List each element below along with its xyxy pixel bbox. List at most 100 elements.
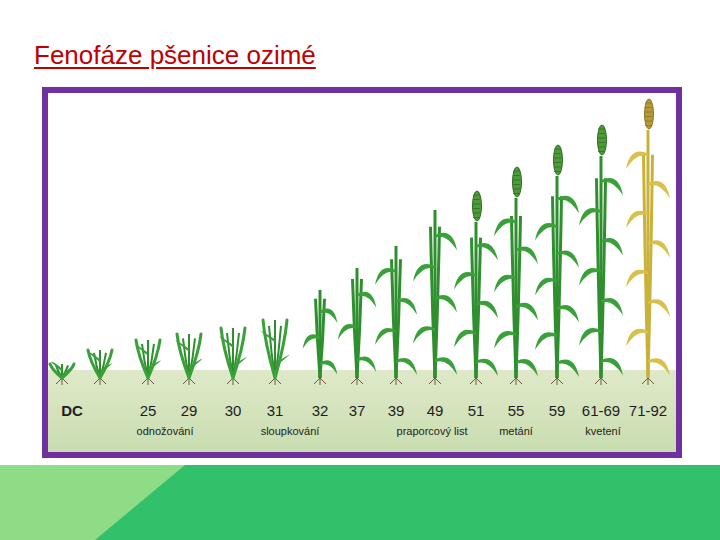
soil-band: [48, 370, 676, 452]
wheat-ear: [513, 167, 522, 197]
spikelet: [473, 208, 480, 209]
leaf: [648, 240, 670, 257]
leaf: [435, 295, 457, 312]
root: [642, 378, 654, 385]
spikelet: [513, 175, 520, 176]
leaf: [413, 326, 435, 343]
wheat-plant: [494, 167, 538, 385]
leaf: [557, 250, 579, 267]
wheat-plant: [135, 340, 161, 385]
leaf: [494, 218, 516, 235]
stage-code: 30: [225, 402, 242, 419]
leaf: [648, 299, 670, 316]
stage-name: metání: [499, 425, 533, 437]
leaf: [396, 358, 417, 375]
spikelet: [513, 184, 520, 185]
wheat-ear: [554, 145, 563, 175]
leaf: [648, 181, 670, 198]
wheat-plant: [88, 350, 113, 385]
leaf: [263, 320, 287, 378]
leaf: [476, 301, 498, 318]
spikelet: [473, 204, 480, 205]
leaf: [535, 332, 557, 349]
wheat-plant: [50, 362, 74, 385]
leaf: [535, 223, 557, 240]
stem: [601, 178, 606, 378]
root: [595, 378, 607, 385]
leaf: [435, 357, 457, 374]
wheat-plant: [175, 334, 202, 385]
root: [429, 378, 441, 385]
leaf: [601, 178, 623, 195]
root: [390, 378, 402, 385]
leaf: [626, 211, 648, 228]
spikelet: [473, 213, 480, 214]
spikelet: [645, 103, 652, 104]
leaf: [626, 152, 648, 169]
leaf: [136, 340, 160, 378]
stage-name: kvetení: [585, 425, 620, 437]
slide-title: Fenofáze pšenice ozimé: [34, 40, 316, 71]
stage-name: praporcový list: [397, 425, 468, 437]
spikelet: [554, 158, 561, 159]
leaf: [494, 275, 516, 292]
leaf: [435, 233, 457, 250]
leaf: [396, 298, 417, 315]
wheat-plant: [535, 145, 579, 385]
leaf: [579, 268, 601, 285]
leaf: [557, 360, 579, 377]
leaf: [516, 359, 538, 376]
spikelet: [554, 149, 561, 150]
footer-band: [0, 465, 720, 540]
wheat-ear: [645, 99, 654, 129]
stem: [435, 227, 440, 378]
spikelet: [554, 162, 561, 163]
spikelet: [645, 121, 652, 122]
stage-name: odnožování: [137, 425, 194, 437]
wheat-plant: [375, 246, 417, 385]
wheat-plant: [338, 268, 376, 385]
spikelet: [598, 138, 605, 139]
stage-code: 32: [312, 402, 329, 419]
leaf: [535, 278, 557, 295]
leaf: [221, 328, 245, 378]
spikelet: [513, 171, 520, 172]
spikelet: [598, 151, 605, 152]
stage-code: 49: [427, 402, 444, 419]
stage-code: 59: [549, 402, 566, 419]
leaf: [601, 298, 623, 315]
leaf: [454, 272, 476, 289]
picture-frame: [45, 90, 679, 455]
leaf: [516, 247, 538, 264]
wheat-plant: [260, 320, 290, 385]
wheat-plant: [413, 210, 457, 385]
wheat-plant: [579, 125, 623, 385]
root: [551, 378, 563, 385]
leaf: [375, 268, 396, 285]
root: [351, 378, 363, 385]
spikelet: [554, 167, 561, 168]
wheat-plants: [50, 99, 670, 385]
leaf: [626, 329, 648, 346]
stage-name: sloupkování: [261, 425, 320, 437]
stage-code: 55: [508, 402, 525, 419]
leaf: [357, 292, 376, 308]
leaf: [476, 243, 498, 260]
spikelet: [513, 193, 520, 194]
spikelet: [598, 142, 605, 143]
stem: [476, 238, 481, 378]
stem: [648, 155, 653, 378]
leaf: [476, 359, 498, 376]
wheat-plant: [219, 328, 247, 385]
leaf: [88, 350, 112, 378]
spikelet: [513, 180, 520, 181]
spikelet: [554, 153, 561, 154]
leaf: [320, 308, 337, 322]
stage-code: 31: [267, 402, 284, 419]
leaf: [320, 360, 337, 374]
spikelet: [645, 112, 652, 113]
leaf: [260, 330, 275, 342]
leaf: [557, 196, 579, 213]
stem: [516, 216, 521, 378]
